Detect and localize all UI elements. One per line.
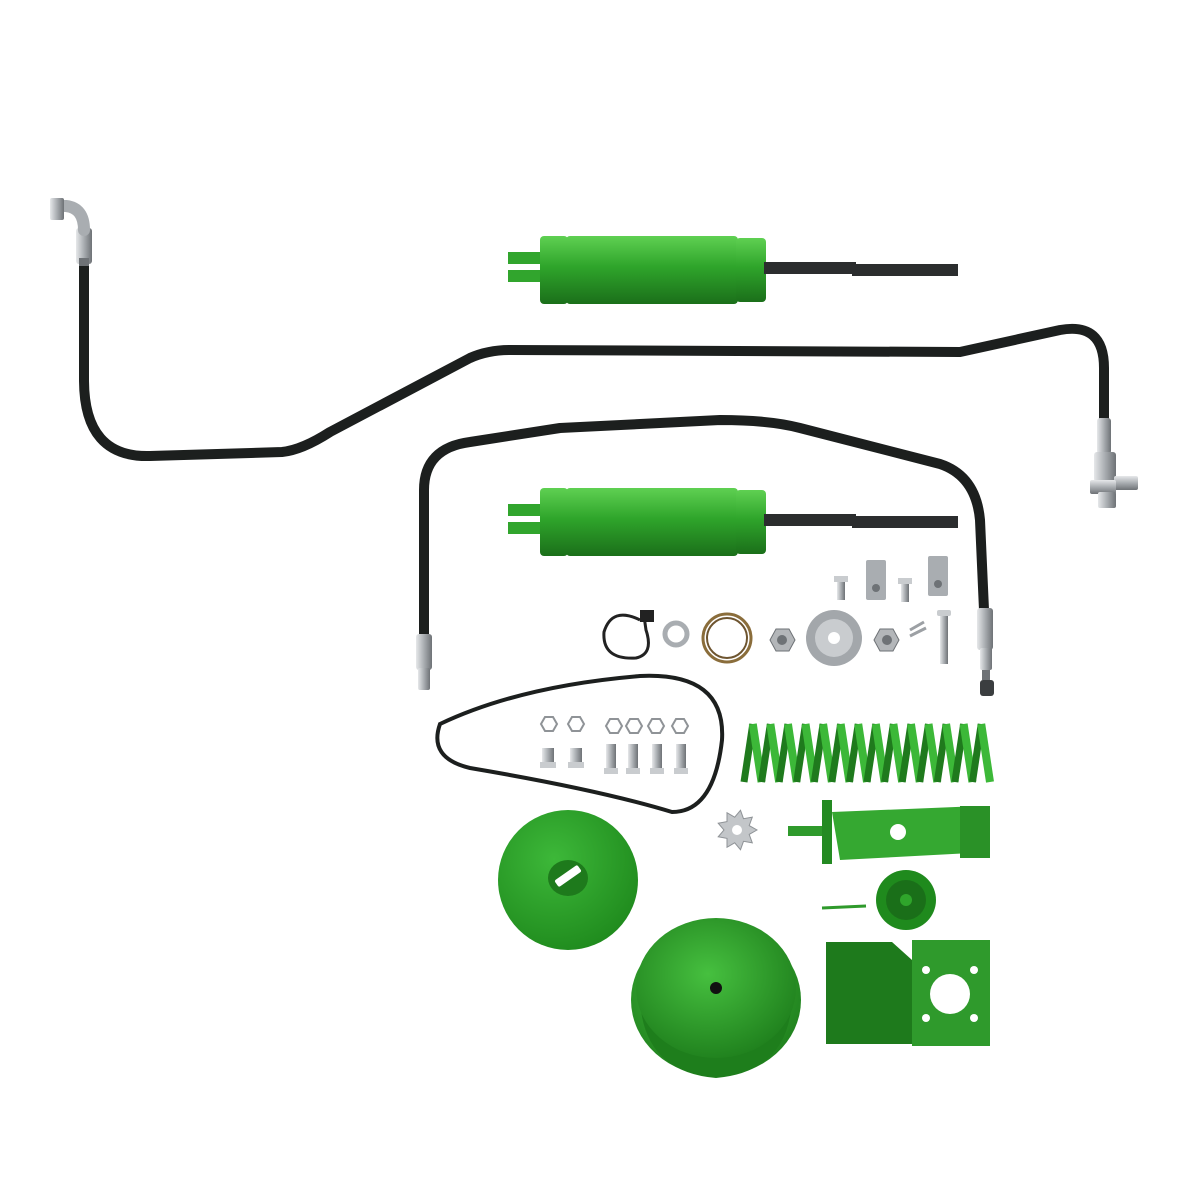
drive-belt xyxy=(435,673,725,815)
drum-cover xyxy=(631,918,801,1078)
mounting-bracket xyxy=(866,560,886,600)
hydraulic-cylinder-top xyxy=(508,236,958,304)
o-ring xyxy=(701,612,753,664)
sprocket xyxy=(717,809,759,851)
compression-spring xyxy=(740,723,994,783)
cable-tie xyxy=(602,610,654,660)
hydraulic-hose-short xyxy=(416,415,994,696)
hex-nut xyxy=(873,628,900,652)
filler-cap xyxy=(821,870,936,930)
bolt xyxy=(898,578,912,602)
hydraulic-hose-long xyxy=(50,198,1111,462)
hex-nut-row xyxy=(539,716,690,734)
clevis-pin xyxy=(937,610,951,664)
hydraulic-cylinder-bottom xyxy=(508,488,958,556)
support-tube-bracket xyxy=(788,800,990,864)
mounting-plate xyxy=(826,940,990,1046)
cotter-pin xyxy=(909,620,927,638)
flat-washer xyxy=(662,620,690,648)
bolt-row xyxy=(540,744,688,774)
sprocket-bore xyxy=(732,825,742,835)
bolt xyxy=(834,576,848,600)
spring-coil-front xyxy=(977,723,994,783)
tee-fitting xyxy=(1090,452,1138,508)
hex-nut xyxy=(769,628,796,652)
mounting-bracket xyxy=(928,556,948,596)
seal-washer xyxy=(806,610,862,666)
pulley xyxy=(498,810,638,950)
